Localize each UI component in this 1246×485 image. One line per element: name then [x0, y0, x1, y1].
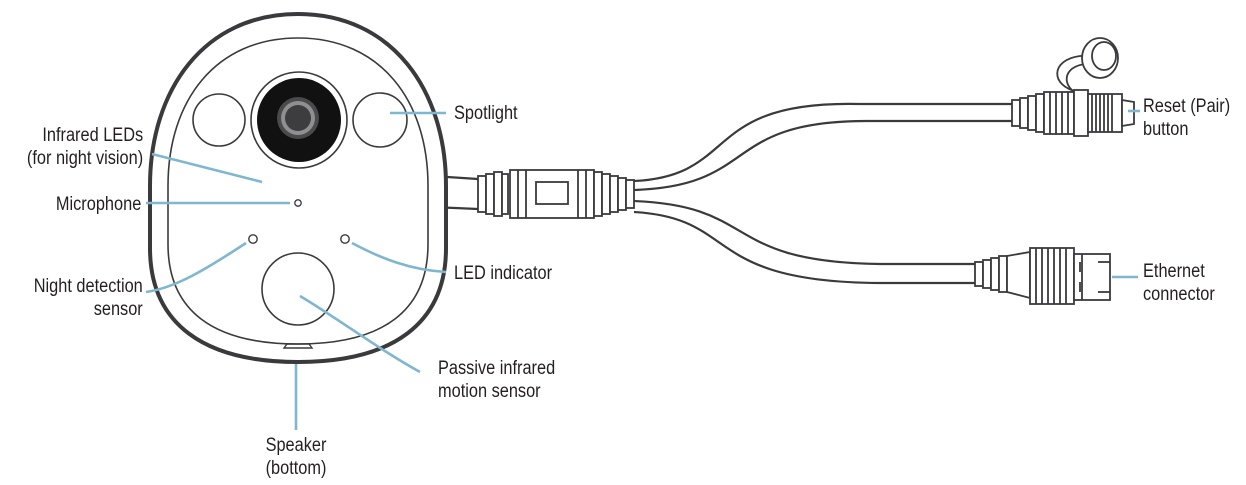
cables — [431, 102, 1012, 285]
microphone-hole — [294, 199, 302, 207]
leader-led-indicator — [351, 241, 447, 274]
speaker-slot — [282, 343, 314, 349]
spotlight-window — [352, 92, 408, 148]
leader-pir — [299, 294, 421, 374]
led-indicator-dot — [340, 234, 350, 244]
label-microphone: Microphone — [55, 194, 141, 215]
label-speaker: Speaker (bottom) — [265, 435, 327, 479]
night-detection-sensor-dot — [248, 234, 258, 244]
leader-lines — [145, 109, 1140, 430]
label-infrared-leds: Infrared LEDs (for night vision) — [26, 125, 143, 169]
label-ethernet-connector: Ethernet connector — [1143, 261, 1215, 305]
cable-junction-connector — [477, 169, 635, 219]
leader-night-detection — [145, 241, 247, 294]
reset-button-connector — [1011, 37, 1135, 137]
label-passive-infrared-motion-sensor: Passive infrared motion sensor — [438, 358, 556, 402]
pir-sensor-window — [261, 252, 335, 326]
label-night-detection-sensor: Night detection sensor — [33, 276, 143, 320]
label-led-indicator: LED indicator — [454, 263, 553, 284]
leader-infrared-leds — [151, 152, 263, 184]
label-spotlight: Spotlight — [454, 103, 518, 124]
ethernet-connector-plug — [974, 247, 1111, 305]
infrared-led-window — [192, 93, 246, 147]
label-reset-pair-button: Reset (Pair) button — [1143, 96, 1231, 140]
camera-lens — [250, 71, 348, 169]
